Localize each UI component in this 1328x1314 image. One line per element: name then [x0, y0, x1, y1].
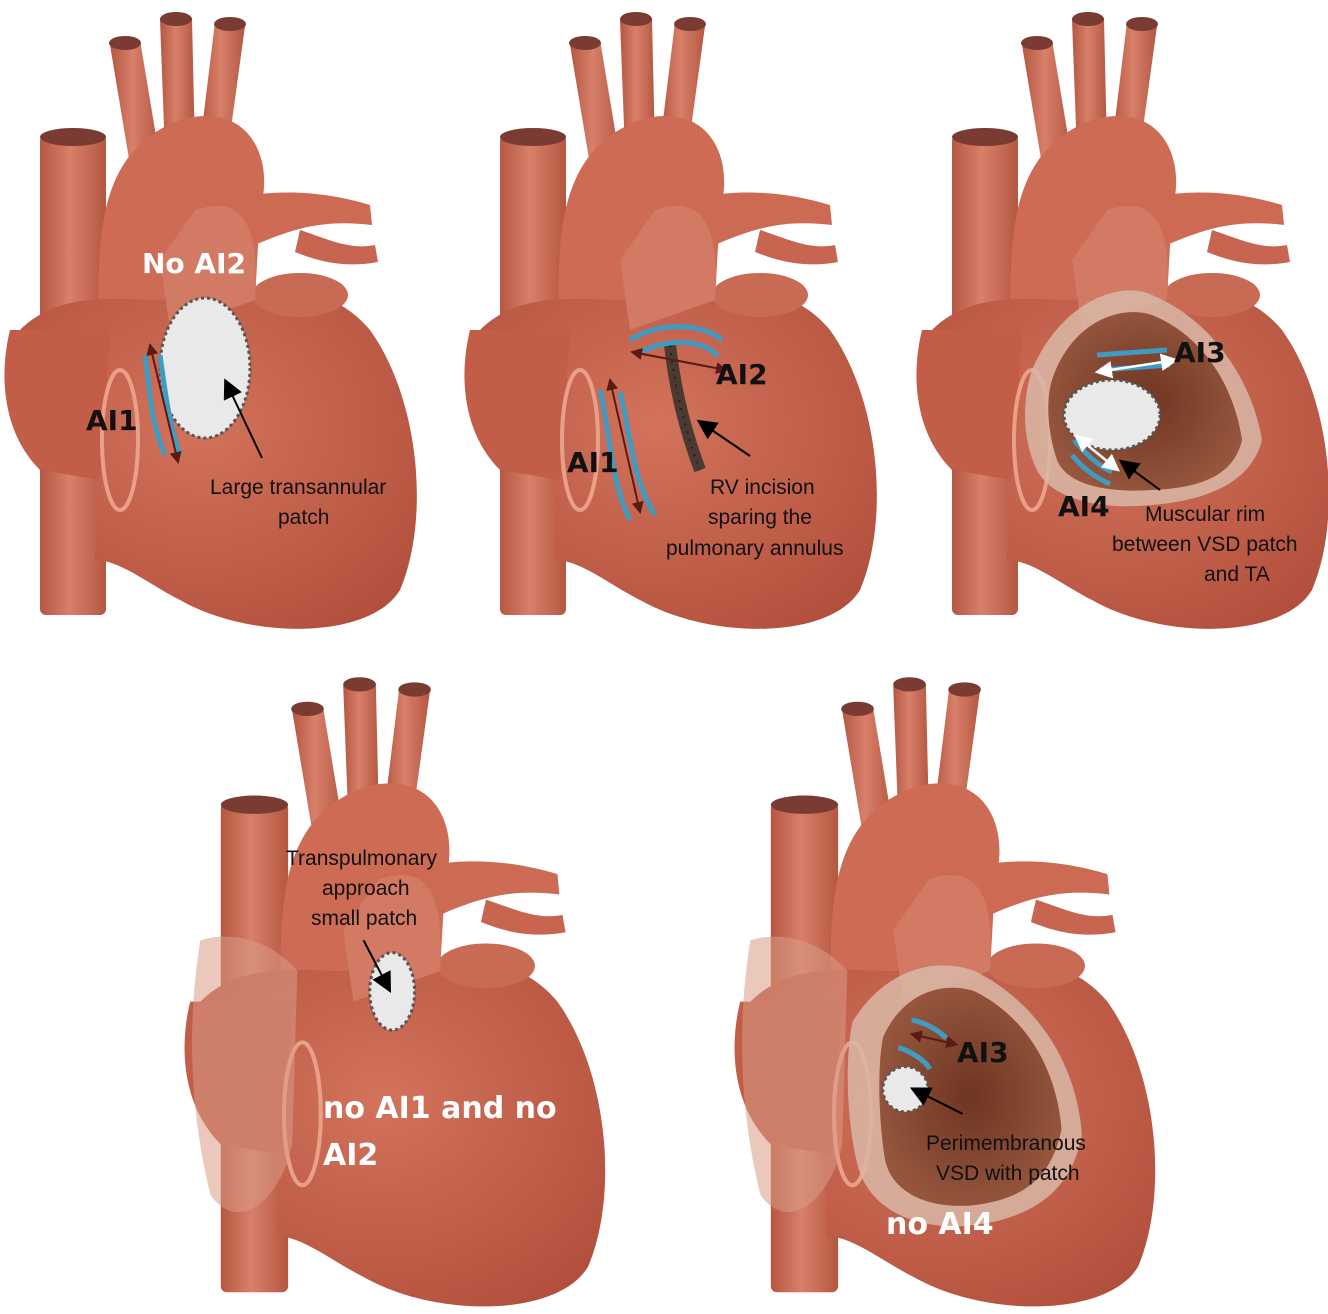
- label-ai1: AI1: [567, 446, 619, 479]
- callout-text-line2: VSD with patch: [936, 1162, 1080, 1185]
- label-ai3: AI3: [1174, 336, 1226, 369]
- callout-text-line3: pulmonary annulus: [666, 537, 843, 560]
- label-ai3: AI3: [957, 1036, 1009, 1069]
- panel-2: AI2 AI1 RV incision sparing the pulmonar…: [464, 12, 876, 629]
- vsd-patch: [883, 1067, 928, 1112]
- label-ai2: AI2: [716, 358, 768, 391]
- panel-4: [185, 677, 606, 1306]
- label-ai4: AI4: [1058, 490, 1110, 523]
- callout-text-line3: and TA: [1204, 563, 1270, 586]
- note-line2: AI2: [323, 1138, 378, 1173]
- transannular-patch: [160, 298, 250, 438]
- callout-text-line3: small patch: [311, 907, 417, 930]
- callout-text-line2: sparing the: [708, 506, 812, 529]
- label-no-ai2: No AI2: [142, 247, 246, 280]
- callout-text-line1: Muscular rim: [1145, 503, 1265, 526]
- callout-text-line2: patch: [278, 506, 329, 529]
- note-no-ai4: no AI4: [886, 1207, 994, 1242]
- callout-text-line1: Transpulmonary: [286, 847, 437, 870]
- note-line1: no AI1 and no: [323, 1091, 557, 1126]
- callout-text-line1: Large transannular: [210, 476, 386, 499]
- callout-text-line2: between VSD patch: [1112, 533, 1298, 556]
- label-ai1: AI1: [86, 404, 138, 437]
- callout-text-line1: RV incision: [710, 476, 815, 499]
- panel-1: No AI2 AI1 Large transannular patch: [4, 12, 416, 629]
- callout-text-line2: approach: [322, 877, 410, 900]
- callout-text-line1: Perimembranous: [926, 1132, 1086, 1155]
- panel-3: AI3 AI4 Muscular rim between VSD patch a…: [916, 12, 1328, 629]
